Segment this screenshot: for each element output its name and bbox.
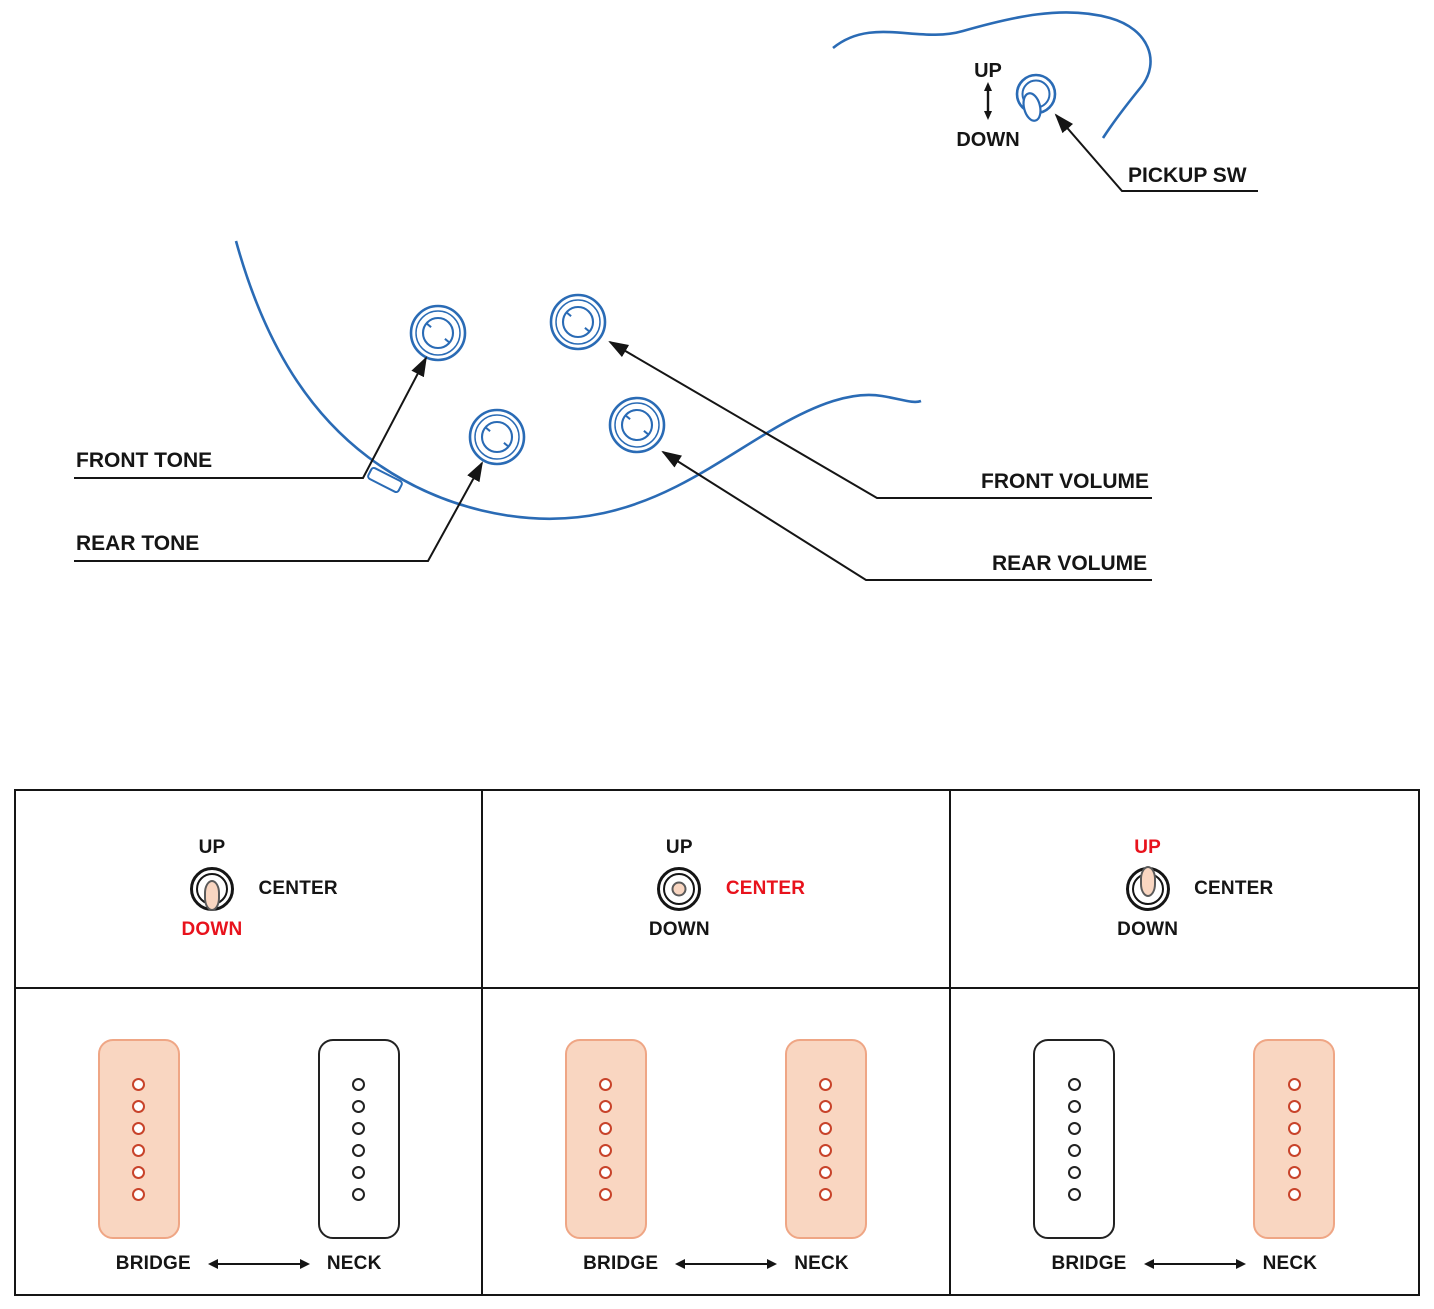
pole-piece [1287,1099,1301,1113]
front-volume-knob [549,293,607,351]
pole-piece [132,1187,146,1201]
switch-state-cell: UP CENTER DOWN [483,791,949,989]
bridge-neck-arrow-icon [675,1259,778,1269]
switch-lever [204,880,220,911]
pole-piece [1067,1187,1081,1201]
neck-pickup [317,1039,400,1239]
pole-piece [1287,1187,1301,1201]
pole-piece [132,1165,146,1179]
pole-piece [819,1121,833,1135]
pickup-diagram-cell: BRIDGE NECK [16,989,481,1294]
pole-piece [599,1077,613,1091]
switch-lever [1139,866,1156,897]
toggle-switch-icon [657,867,702,911]
output-jack-detail [367,466,403,494]
pole-piece [352,1165,366,1179]
down-label: DOWN [181,919,243,940]
rear-volume-label: REAR VOLUME [992,552,1147,575]
pickup-sw-callout-line [1054,113,1258,192]
switch-position-column-center: UP CENTER DOWN BRIDGE [483,791,951,1294]
pole-piece [599,1099,613,1113]
pole-piece [132,1143,146,1157]
pole-piece [599,1121,613,1135]
front-tone-knob [409,304,467,362]
rear-tone-knob [468,408,526,466]
up-down-arrow-icon [984,82,992,120]
pole-piece [1287,1143,1301,1157]
center-label: CENTER [725,878,806,899]
pole-piece [819,1143,833,1157]
bridge-neck-arrow-icon [1143,1259,1246,1269]
pole-piece [1067,1143,1081,1157]
guitar-horn-curve [832,11,1152,139]
front-tone-callout-line [74,356,427,479]
pole-piece [352,1121,366,1135]
pole-piece [599,1165,613,1179]
pole-piece [819,1099,833,1113]
up-label: UP [1134,837,1162,858]
front-volume-label: FRONT VOLUME [981,470,1149,493]
bridge-pickup [564,1039,647,1239]
down-label: DOWN [648,919,710,940]
neck-pickup [1253,1039,1336,1239]
switch-position-column-down: UP CENTER DOWN BRIDGE [16,791,484,1294]
toggle-switch-icon [190,867,234,911]
switch-state-cell: UP CENTER DOWN [16,791,482,989]
pole-piece [819,1077,833,1091]
center-label: CENTER [1194,878,1274,899]
switch-down-label: DOWN [956,129,1019,151]
pickup-diagram-cell: BRIDGE NECK [483,989,948,1294]
pole-piece [819,1187,833,1201]
pole-piece [1067,1121,1081,1135]
bridge-pickup [1033,1039,1116,1239]
toggle-switch-icon [1125,866,1170,911]
guitar-body-curve [234,240,922,520]
pole-piece [1067,1165,1081,1179]
up-label: UP [665,837,693,858]
front-volume-callout-line [608,340,1152,499]
pole-piece [1287,1165,1301,1179]
pole-piece [1287,1077,1301,1091]
pole-piece [352,1077,366,1091]
neck-label: NECK [794,1253,849,1274]
pole-piece [132,1077,146,1091]
switch-lever [671,881,687,897]
pole-piece [132,1099,146,1113]
front-tone-label: FRONT TONE [76,449,212,472]
pickup-selector-table: UP CENTER DOWN BRIDGE [14,789,1420,1296]
down-label: DOWN [1117,919,1179,940]
bridge-neck-arrow-icon [207,1259,310,1269]
neck-label: NECK [326,1253,382,1274]
rear-tone-label: REAR TONE [76,532,199,555]
pole-piece [599,1187,613,1201]
bridge-label: BRIDGE [1051,1253,1127,1274]
switch-up-label: UP [974,60,1002,82]
pole-piece [1287,1121,1301,1135]
guitar-top-diagram: UP DOWN PICKUP SW FRONT TONE REAR TONE F… [74,11,1258,581]
rear-tone-callout-line [74,461,483,562]
pickup-sw-label: PICKUP SW [1128,164,1247,187]
pickup-switch-icon [1015,73,1057,122]
rear-volume-knob [608,396,666,454]
bridge-label: BRIDGE [583,1253,659,1274]
pole-piece [352,1099,366,1113]
neck-label: NECK [1262,1253,1318,1274]
pole-piece [352,1143,366,1157]
center-label: CENTER [258,878,338,899]
switch-state-cell: UP CENTER DOWN [950,791,1418,989]
pole-piece [1067,1077,1081,1091]
pole-piece [132,1121,146,1135]
pole-piece [599,1143,613,1157]
pole-piece [352,1187,366,1201]
rear-volume-callout-line [661,450,1152,581]
pole-piece [819,1165,833,1179]
pole-piece [1067,1099,1081,1113]
neck-pickup [784,1039,867,1239]
switch-position-column-up: UP CENTER DOWN BRIDGE [950,791,1418,1294]
pickup-diagram-cell: BRIDGE NECK [951,989,1418,1294]
bridge-label: BRIDGE [115,1253,191,1274]
up-label: UP [198,837,226,858]
bridge-pickup [97,1039,180,1239]
